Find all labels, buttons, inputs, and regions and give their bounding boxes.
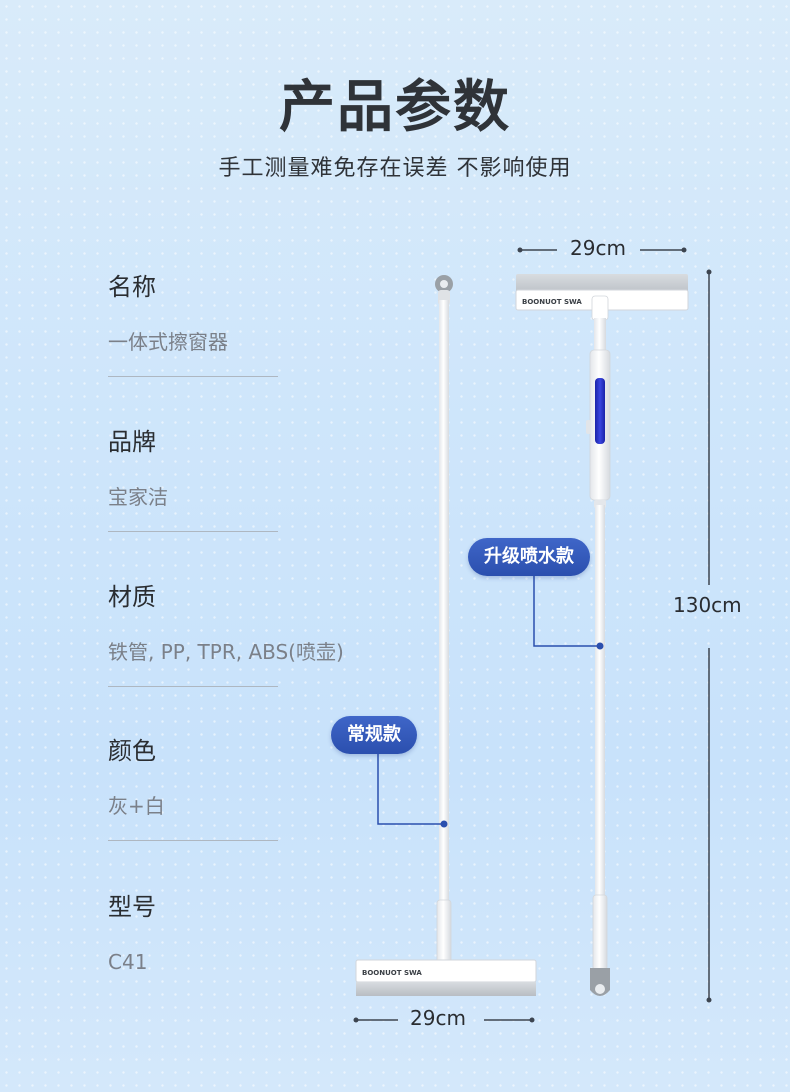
spec-label: 材质 [108, 583, 156, 611]
spec-label: 名称 [108, 273, 156, 301]
bottom-width-label: 29cm [410, 1006, 466, 1030]
spec-label: 品牌 [108, 428, 156, 456]
spray-trigger [586, 420, 591, 434]
divider [108, 840, 278, 841]
head-print-text: BOONUOT SWA [522, 298, 582, 306]
head-print-text: BOONUOT SWA [362, 969, 422, 977]
spray-water-window [595, 378, 605, 444]
spec-value: 一体式擦窗器 [108, 330, 228, 354]
regular-mop: BOONUOT SWA [355, 275, 537, 996]
spec-item-color: 颜色 灰+白 [108, 734, 278, 841]
regular-model-tag: 常规款 [331, 716, 417, 754]
divider [108, 376, 278, 377]
top-width-dimension [517, 247, 687, 253]
bottom-width-dimension [353, 1017, 535, 1023]
spec-value: C41 [108, 950, 148, 974]
divider [108, 531, 278, 532]
pole [439, 300, 449, 920]
spray-mop: BOONUOT SWA [515, 274, 689, 996]
pole [595, 505, 605, 905]
spec-item-model: 型号 C41 [108, 890, 278, 976]
divider [108, 686, 278, 687]
top-width-label: 29cm [570, 236, 626, 260]
spec-value: 宝家洁 [108, 485, 168, 509]
height-dimension [706, 269, 712, 1003]
spec-label: 颜色 [108, 737, 156, 765]
spec-label: 型号 [108, 893, 156, 921]
regular-callout-leader [377, 752, 448, 828]
spray-callout-leader [533, 574, 604, 650]
page-subtitle: 手工测量难免存在误差 不影响使用 [218, 156, 572, 181]
spec-item-name: 名称 一体式擦窗器 [108, 270, 278, 377]
spec-value: 灰+白 [108, 794, 165, 818]
spray-model-tag: 升级喷水款 [468, 538, 590, 576]
squeegee-blade [356, 982, 536, 996]
height-label: 130cm [673, 593, 742, 617]
spec-item-brand: 品牌 宝家洁 [108, 425, 278, 532]
page-title: 产品参数 [279, 75, 511, 140]
